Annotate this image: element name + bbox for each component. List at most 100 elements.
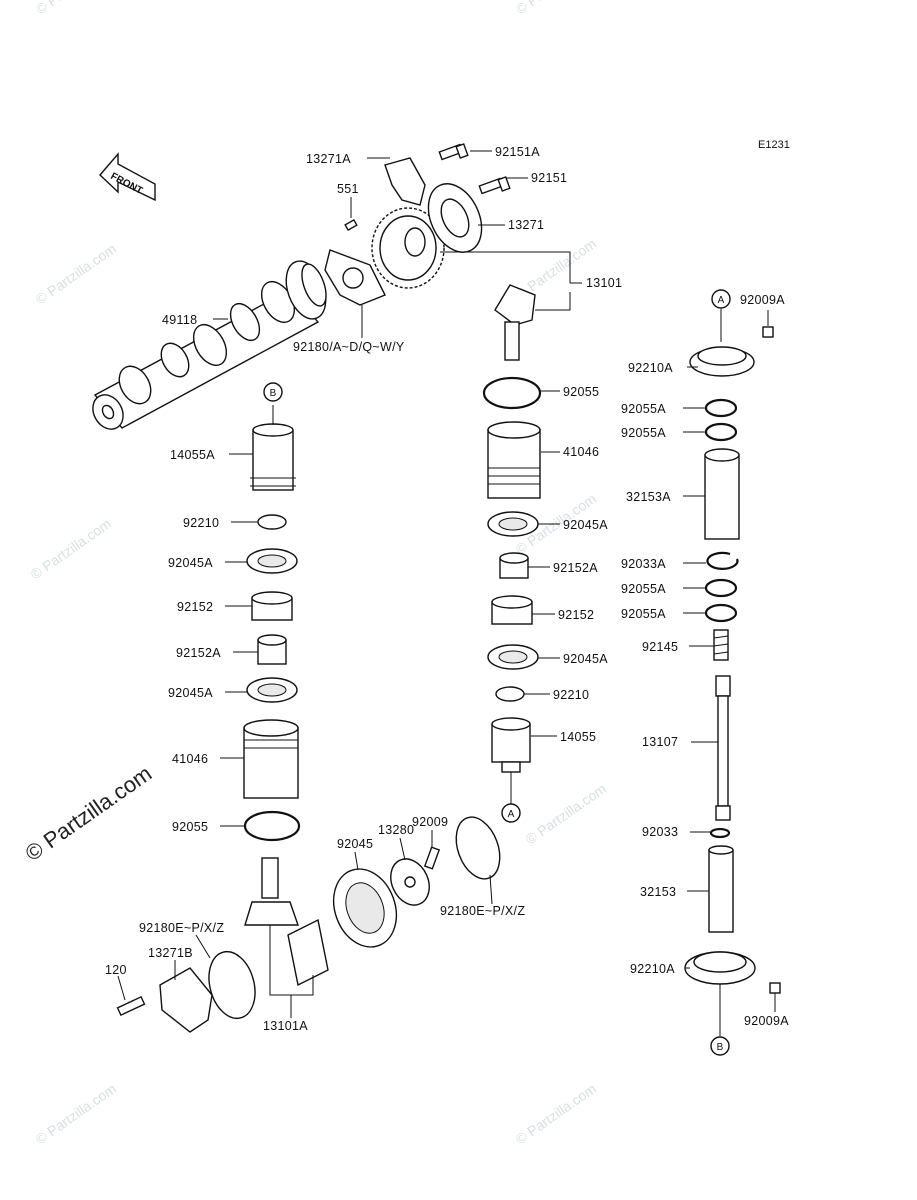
camshaft-49118 [92, 260, 327, 430]
oring-92055A-4 [704, 603, 738, 623]
front-arrow-icon: FRONT [99, 152, 156, 202]
label-49118: 49118 [162, 313, 197, 327]
label-92009A-bottom: 92009A [744, 1014, 789, 1028]
plate-13280 [390, 858, 430, 906]
watermark-5: © Partzilla.com [523, 780, 609, 847]
label-92045A-mid-2: 92045A [563, 652, 608, 666]
bolt-92009 [423, 846, 441, 870]
label-13280: 13280 [378, 823, 414, 837]
label-92210A-top: 92210A [628, 361, 673, 375]
label-92055A-2: 92055A [621, 426, 666, 440]
label-13101: 13101 [586, 276, 622, 290]
sleeve-14055-mid [491, 717, 531, 773]
label-92055-mid: 92055 [563, 385, 599, 399]
label-92151: 92151 [531, 171, 567, 185]
oring-92055-mid [482, 376, 542, 410]
label-92055A-4: 92055A [621, 607, 666, 621]
bolt-92151 [478, 176, 511, 195]
label-92152-mid: 92152 [558, 608, 594, 622]
ref-b-left [263, 382, 283, 402]
label-551: 551 [337, 182, 359, 196]
label-92055A-1: 92055A [621, 402, 666, 416]
leader-lines [117, 150, 776, 1036]
label-13271A: 13271A [306, 152, 351, 166]
tube-32153A [704, 448, 740, 540]
label-32153: 32153 [640, 885, 676, 899]
ref-b-left-label: B [270, 388, 277, 399]
tube-32153 [708, 845, 734, 933]
watermark-large: © Partzilla.com [21, 761, 157, 867]
label-120: 120 [105, 963, 127, 977]
label-92180AW: 92180/A~D/Q~W/Y [293, 340, 405, 354]
nut-92210-mid [495, 686, 525, 702]
plate-13271A [384, 157, 426, 206]
label-32153A: 32153A [626, 490, 671, 504]
label-92210A-bottom: 92210A [630, 962, 675, 976]
label-14055-mid: 14055 [560, 730, 596, 744]
ref-callouts: A A B B [263, 289, 731, 1056]
label-13101A: 13101A [263, 1019, 308, 1033]
bearing-92045-bottom [332, 868, 398, 948]
bearing-92045A-mid-1 [487, 511, 539, 537]
label-92152A-left: 92152A [176, 646, 221, 660]
label-92152-left: 92152 [177, 600, 213, 614]
bearing-92045A-mid-2 [487, 644, 539, 670]
ref-a-top [711, 289, 731, 309]
bearing-92045A-left-2 [246, 677, 298, 703]
plate-13271 [427, 183, 483, 253]
ref-a-mid-label: A [508, 809, 515, 820]
label-92045-bottom: 92045 [337, 837, 373, 851]
nut-92210A-bottom [684, 951, 756, 985]
nut-92210A-top [689, 346, 755, 377]
watermark-7: © Partzilla.com [513, 1080, 599, 1147]
label-92180EZ-mid: 92180E~P/X/Z [440, 904, 525, 918]
watermark-9: © Partzilla.com [33, 0, 119, 17]
gear-13101-large [371, 207, 445, 289]
housing-41046-mid [487, 421, 541, 499]
label-41046-left: 41046 [172, 752, 208, 766]
oring-92180EZ-mid [455, 816, 501, 880]
ref-b-bottom [710, 1036, 730, 1056]
label-92033A: 92033A [621, 557, 666, 571]
bolt-120 [116, 995, 146, 1017]
spring-92145 [713, 629, 729, 661]
shaft-13107 [715, 675, 731, 821]
diagram-code: E1231 [758, 139, 790, 151]
cover-13271B [159, 967, 213, 1033]
label-92152A-mid: 92152A [553, 561, 598, 575]
label-92055A-3: 92055A [621, 582, 666, 596]
oring-92055A-2 [704, 422, 738, 442]
label-92151A: 92151A [495, 145, 540, 159]
watermark-6: © Partzilla.com [33, 1080, 119, 1147]
oring-92055A-1 [704, 398, 738, 418]
label-92009: 92009 [412, 815, 448, 829]
bevel-gear-13101 [494, 284, 536, 361]
gasket-92180 [324, 249, 386, 306]
watermark-3: © Partzilla.com [28, 515, 114, 582]
label-13271: 13271 [508, 218, 544, 232]
collar-92152-left [251, 591, 293, 621]
bearing-92045A-left-1 [246, 548, 298, 574]
collar-92152A-mid [499, 552, 529, 579]
label-13107: 13107 [642, 735, 678, 749]
bolt-92151A [438, 143, 469, 161]
ref-a-top-label: A [718, 295, 725, 306]
label-92009A-top: 92009A [740, 293, 785, 307]
circlip-92033A [706, 551, 739, 570]
label-92045A-left-2: 92045A [168, 686, 213, 700]
oring-92180EZ-left [208, 950, 256, 1020]
ref-a-mid [501, 803, 521, 823]
label-92033: 92033 [642, 825, 678, 839]
bevel-gear-13101A-pinion [244, 857, 299, 926]
label-41046-mid: 41046 [563, 445, 599, 459]
oring-92055A-3 [704, 578, 738, 598]
pin-551 [344, 218, 358, 232]
part-labels: 13271A 92151A 92151 551 13271 13101 4911… [105, 145, 789, 1033]
watermark-8: © Partzilla.com [513, 0, 599, 17]
label-92180EZ-left: 92180E~P/X/Z [139, 921, 224, 935]
collar-92152-mid [491, 595, 533, 625]
bevel-gear-13101A-ring [287, 918, 329, 987]
label-14055A-left: 14055A [170, 448, 215, 462]
bolt-92009A-bottom [769, 982, 781, 994]
